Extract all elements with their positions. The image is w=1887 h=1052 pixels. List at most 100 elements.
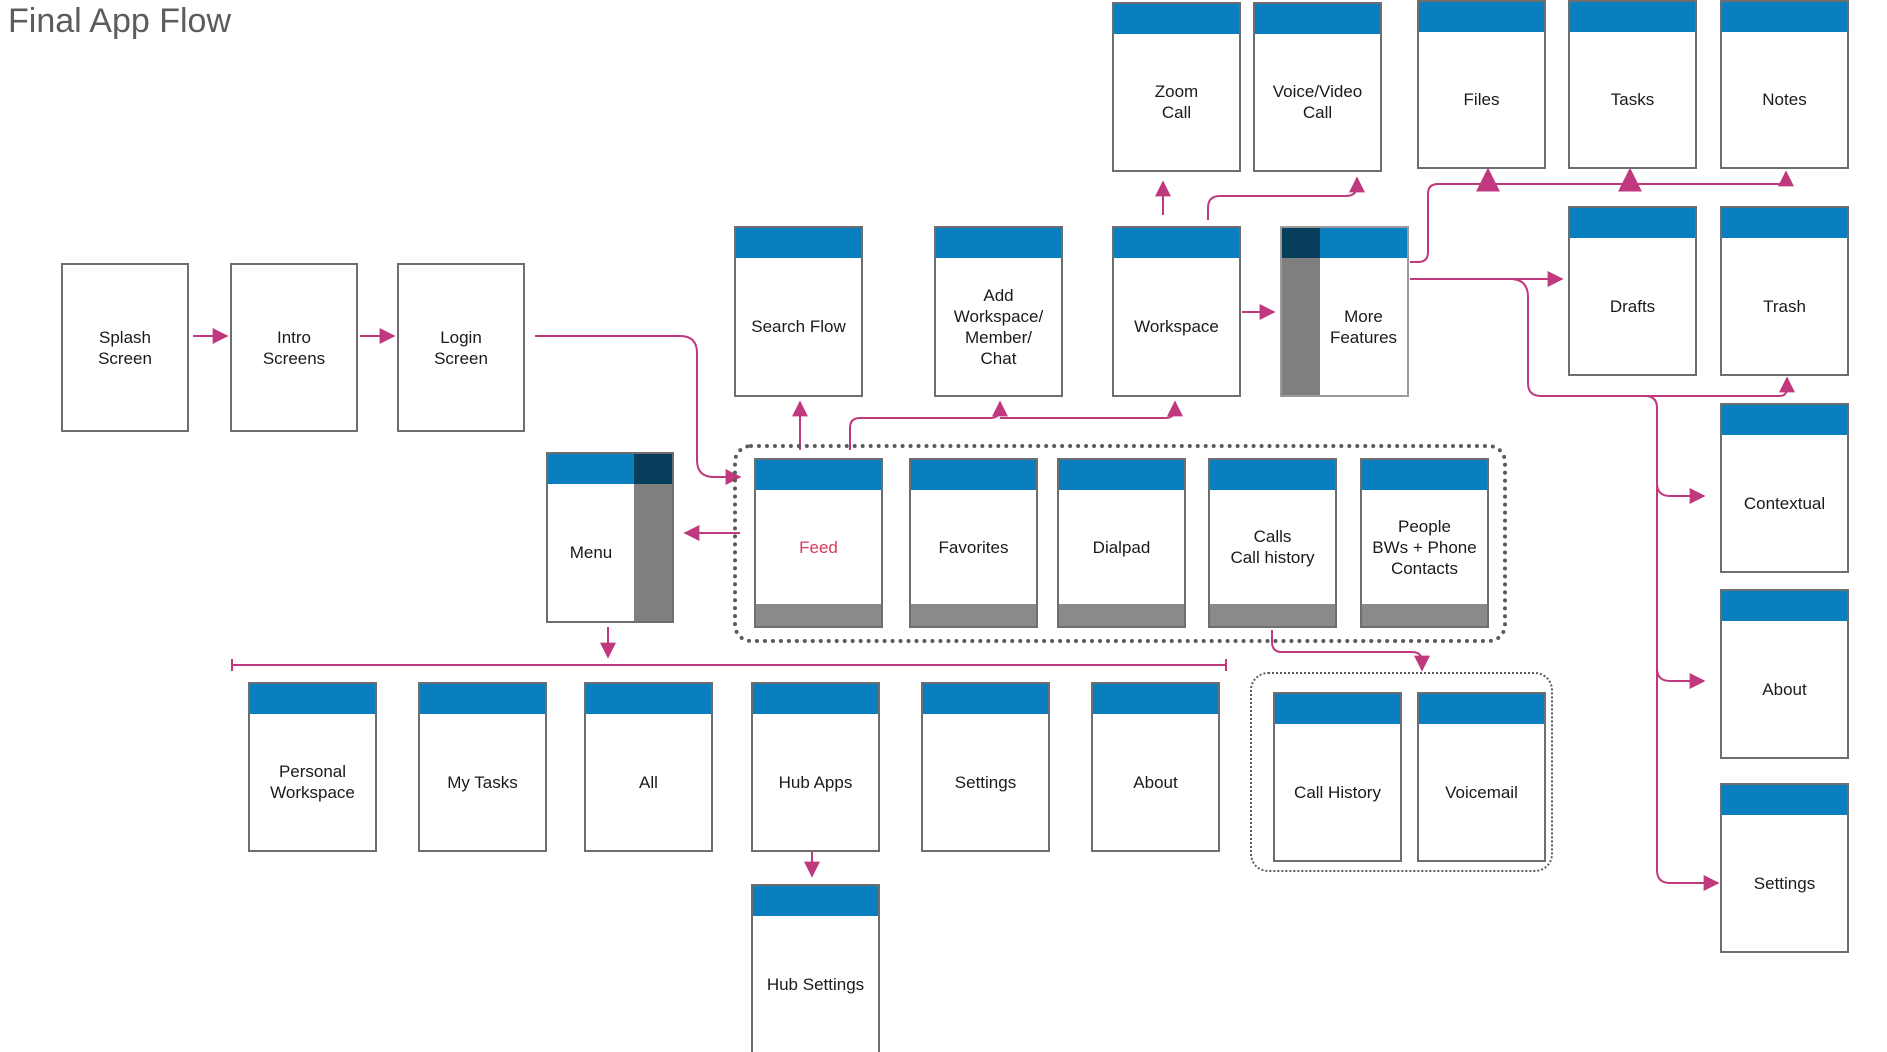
search-flow-screen[interactable]: Search Flow bbox=[734, 226, 863, 397]
screen-tab-bar bbox=[1210, 604, 1335, 626]
all-screen[interactable]: All bbox=[584, 682, 713, 852]
arrow-feed-to-add-workspace bbox=[849, 400, 1008, 450]
about-menu-label: About bbox=[1133, 772, 1178, 792]
settings-menu-label: Settings bbox=[954, 772, 1017, 792]
splash-screen-label: Splash Screen bbox=[98, 327, 152, 368]
screen-header-bar bbox=[250, 684, 375, 714]
hub-settings-screen[interactable]: Hub Settings bbox=[751, 884, 880, 1052]
screen-header-bar bbox=[1093, 684, 1218, 714]
screen-header-bar bbox=[1570, 208, 1695, 238]
hub-apps-label: Hub Apps bbox=[778, 772, 853, 792]
screen-header-bar bbox=[756, 460, 881, 490]
tasks-screen[interactable]: Tasks bbox=[1568, 0, 1697, 169]
screen-header-bar bbox=[1570, 2, 1695, 32]
calls-subgroup bbox=[1250, 672, 1553, 872]
screen-tab-bar bbox=[1362, 604, 1487, 626]
personal-workspace-screen[interactable]: Personal Workspace bbox=[248, 682, 377, 852]
contextual-label: Contextual bbox=[1743, 493, 1826, 513]
my-tasks-label: My Tasks bbox=[447, 772, 518, 792]
contextual-screen[interactable]: Contextual bbox=[1720, 403, 1849, 573]
hub-settings-label: Hub Settings bbox=[766, 974, 865, 994]
voice-video-call-screen[interactable]: Voice/Video Call bbox=[1253, 2, 1382, 172]
screen-header-bar bbox=[1210, 460, 1335, 490]
about-menu-screen[interactable]: About bbox=[1091, 682, 1220, 852]
personal-workspace-label: Personal Workspace bbox=[270, 762, 355, 802]
add-workspace-label: Add Workspace/ Member/ Chat bbox=[953, 285, 1044, 368]
about-right-label: About bbox=[1762, 679, 1807, 699]
screen-header-bar bbox=[1722, 591, 1847, 621]
screen-header-bar bbox=[923, 684, 1048, 714]
arrow-branch-contextual bbox=[1644, 395, 1706, 504]
screen-tab-bar bbox=[911, 604, 1036, 626]
calls-label: Calls Call history bbox=[1230, 527, 1315, 567]
call-history-label: Call History bbox=[1294, 782, 1381, 802]
menu-screen[interactable]: Menu bbox=[546, 452, 674, 623]
trash-label: Trash bbox=[1763, 296, 1806, 316]
login-screen-label: Login Screen bbox=[434, 327, 488, 368]
dialpad-label: Dialpad bbox=[1092, 537, 1151, 557]
login-screen[interactable]: Login Screen bbox=[397, 263, 525, 432]
arrow-workspace-to-voice bbox=[1207, 176, 1365, 220]
menu-label: Menu bbox=[569, 543, 613, 562]
more-features-screen[interactable]: More Features bbox=[1280, 226, 1409, 397]
feed-screen[interactable]: Feed bbox=[754, 458, 883, 628]
arrow-more-to-files bbox=[1410, 170, 1794, 263]
workspace-screen[interactable]: Workspace bbox=[1112, 226, 1241, 397]
splash-screen[interactable]: Splash Screen bbox=[61, 263, 189, 432]
people-screen[interactable]: People BWs + Phone Contacts bbox=[1360, 458, 1489, 628]
voicemail-screen[interactable]: Voicemail bbox=[1417, 692, 1546, 862]
workspace-label: Workspace bbox=[1134, 317, 1219, 336]
my-tasks-screen[interactable]: My Tasks bbox=[418, 682, 547, 852]
screen-header-bar bbox=[911, 460, 1036, 490]
drafts-label: Drafts bbox=[1609, 296, 1656, 316]
intro-screens-label: Intro Screens bbox=[262, 327, 326, 368]
drawer-panel-header bbox=[1282, 228, 1320, 258]
screen-header-bar bbox=[753, 684, 878, 714]
voice-video-call-label: Voice/Video Call bbox=[1272, 82, 1363, 122]
screen-header-bar bbox=[1722, 2, 1847, 32]
screen-header-bar bbox=[1114, 4, 1239, 34]
screen-tab-bar bbox=[1059, 604, 1184, 626]
arrow-more-to-trash bbox=[1509, 278, 1795, 397]
screen-header-bar bbox=[1722, 785, 1847, 815]
screen-tab-bar bbox=[756, 604, 881, 626]
calls-screen[interactable]: Calls Call history bbox=[1208, 458, 1337, 628]
arrow-feed-to-workspace bbox=[1000, 400, 1183, 419]
search-flow-label: Search Flow bbox=[751, 317, 846, 336]
settings-right-label: Settings bbox=[1753, 873, 1816, 893]
screen-header-bar bbox=[1722, 208, 1847, 238]
arrow-branch-settings bbox=[1656, 668, 1720, 891]
notes-label: Notes bbox=[1762, 90, 1807, 109]
call-history-screen[interactable]: Call History bbox=[1273, 692, 1402, 862]
zoom-call-screen[interactable]: Zoom Call bbox=[1112, 2, 1241, 172]
favorites-screen[interactable]: Favorites bbox=[909, 458, 1038, 628]
screen-header-bar bbox=[586, 684, 711, 714]
files-screen[interactable]: Files bbox=[1417, 0, 1546, 169]
drawer-panel-header bbox=[634, 454, 672, 484]
screen-header-bar bbox=[1275, 694, 1400, 724]
more-features-label: More Features bbox=[1329, 306, 1398, 347]
trash-screen[interactable]: Trash bbox=[1720, 206, 1849, 376]
intro-screens[interactable]: Intro Screens bbox=[230, 263, 358, 432]
all-label: All bbox=[639, 772, 658, 792]
favorites-label: Favorites bbox=[938, 537, 1009, 557]
add-workspace-screen[interactable]: Add Workspace/ Member/ Chat bbox=[934, 226, 1063, 397]
screen-header-bar bbox=[1419, 694, 1544, 724]
settings-screen-right[interactable]: Settings bbox=[1720, 783, 1849, 953]
arrow-branch-about bbox=[1656, 483, 1706, 689]
drafts-screen[interactable]: Drafts bbox=[1568, 206, 1697, 376]
dialpad-screen[interactable]: Dialpad bbox=[1057, 458, 1186, 628]
zoom-call-label: Zoom Call bbox=[1154, 82, 1199, 122]
bottom-tabs-group bbox=[733, 444, 1507, 643]
settings-menu-screen[interactable]: Settings bbox=[921, 682, 1050, 852]
screen-header-bar bbox=[1722, 405, 1847, 435]
screen-header-bar bbox=[936, 228, 1061, 258]
diagram-title: Final App Flow bbox=[8, 2, 231, 40]
hub-apps-screen[interactable]: Hub Apps bbox=[751, 682, 880, 852]
about-screen-right[interactable]: About bbox=[1720, 589, 1849, 759]
screen-header-bar bbox=[753, 886, 878, 916]
notes-screen[interactable]: Notes bbox=[1720, 0, 1849, 169]
screen-header-bar bbox=[736, 228, 861, 258]
